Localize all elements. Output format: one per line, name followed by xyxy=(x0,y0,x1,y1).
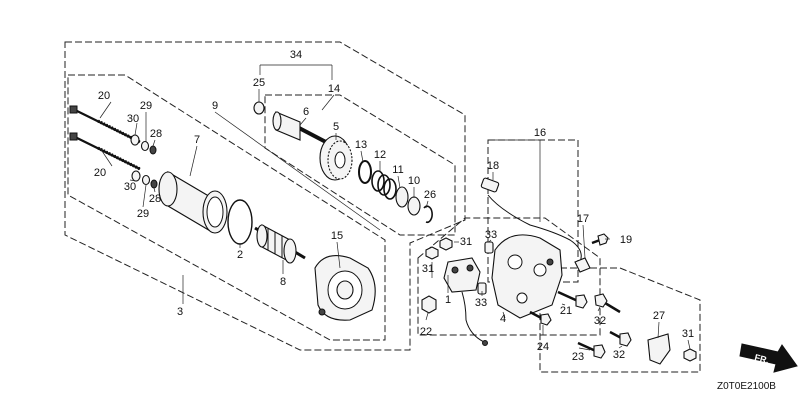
nut-right xyxy=(683,348,697,362)
starter-assembly-boundary xyxy=(64,41,466,351)
callout-6: 6 xyxy=(303,106,309,118)
washer-set-lower xyxy=(131,170,158,189)
leader-lines xyxy=(99,64,691,351)
callout-11: 11 xyxy=(392,164,403,176)
callout-10: 10 xyxy=(408,175,420,187)
bolt-24 xyxy=(529,310,552,326)
callout-18: 18 xyxy=(487,160,499,172)
callout-27: 27 xyxy=(653,310,665,322)
starter-solenoid xyxy=(443,257,488,346)
return-spring xyxy=(371,170,397,200)
callout-25: 25 xyxy=(253,77,265,89)
starter-yoke xyxy=(158,171,228,234)
callout-30-upper: 30 xyxy=(127,113,139,125)
callout-28-lower: 28 xyxy=(149,193,161,205)
pinion-gear xyxy=(319,135,353,181)
callout-2: 2 xyxy=(237,249,243,261)
callout-9: 9 xyxy=(212,100,218,112)
callout-12: 12 xyxy=(374,149,386,161)
callout-13: 13 xyxy=(355,139,367,151)
cable-clamp xyxy=(647,333,671,365)
callout-labels: 34 25 14 6 5 13 12 11 10 26 9 7 20 29 30… xyxy=(94,49,694,363)
callout-20-upper: 20 xyxy=(98,90,110,102)
armature xyxy=(254,224,306,264)
callout-4: 4 xyxy=(500,313,506,325)
callout-22: 22 xyxy=(420,326,432,338)
front-cover xyxy=(314,255,376,321)
front-direction-arrow: FR. xyxy=(739,343,798,373)
o-ring xyxy=(227,199,253,245)
flange-nut xyxy=(421,295,437,314)
starter-cable xyxy=(480,177,591,273)
through-bolt-lower xyxy=(69,132,141,171)
callout-21: 21 xyxy=(560,305,572,317)
bolt-32-lower xyxy=(609,330,632,347)
snap-ring xyxy=(423,205,433,223)
thrust-washer xyxy=(407,196,421,216)
spring-seat xyxy=(395,186,409,208)
bolt-32-upper xyxy=(594,293,621,314)
callout-17: 17 xyxy=(577,213,589,225)
bolt-19 xyxy=(591,233,609,246)
callout-33-upper: 33 xyxy=(485,229,497,241)
callout-3: 3 xyxy=(177,306,183,318)
callout-23: 23 xyxy=(572,351,584,363)
nut-upper xyxy=(439,237,453,251)
callout-1: 1 xyxy=(445,294,451,306)
dust-cap xyxy=(253,101,265,115)
nut-lower xyxy=(425,246,439,260)
stop-ring xyxy=(358,160,372,184)
diagram-code: Z0T0E2100B xyxy=(717,381,776,392)
callout-29-lower: 29 xyxy=(137,208,149,220)
callout-14: 14 xyxy=(328,83,340,95)
callout-32-lower: 32 xyxy=(613,349,625,361)
callout-5: 5 xyxy=(333,121,339,133)
callout-19: 19 xyxy=(620,234,632,246)
callout-30-lower: 30 xyxy=(124,181,136,193)
starter-bracket xyxy=(491,234,563,319)
wire-group-boundary xyxy=(487,139,579,283)
direction-label: FR. xyxy=(754,352,770,365)
callout-28-upper: 28 xyxy=(150,128,162,140)
callout-31-right: 31 xyxy=(682,328,694,340)
callout-16: 16 xyxy=(534,127,546,139)
callout-7: 7 xyxy=(194,134,200,146)
callout-33-lower: 33 xyxy=(475,297,487,309)
callout-24: 24 xyxy=(537,341,549,353)
mounting-group-boundary xyxy=(539,267,701,373)
bolt-21 xyxy=(557,290,588,309)
collar-upper xyxy=(484,241,494,254)
motor-subassembly-boundary xyxy=(67,74,386,341)
callout-31-upper: 31 xyxy=(460,236,472,248)
callout-29-upper: 29 xyxy=(140,100,152,112)
callout-31-lower: 31 xyxy=(422,263,434,275)
callout-8: 8 xyxy=(280,276,286,288)
callout-20-lower: 20 xyxy=(94,167,106,179)
bolt-23 xyxy=(577,341,606,359)
callout-34: 34 xyxy=(290,49,302,61)
callout-32-upper: 32 xyxy=(594,315,606,327)
bracket-group-boundary xyxy=(417,217,601,336)
callout-26: 26 xyxy=(424,189,436,201)
callout-15: 15 xyxy=(331,230,343,242)
